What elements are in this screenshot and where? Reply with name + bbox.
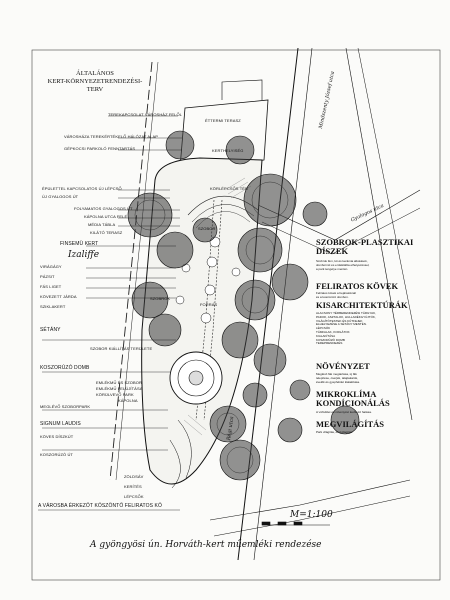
legend-text-2-line-0: ALACSONY TÉRBERENDEZÉSI TÁRGYAK, bbox=[316, 311, 376, 315]
street-edge-4 bbox=[357, 47, 421, 361]
legend-text-3: Meglévő fák megtartása, új fák telepítés… bbox=[316, 372, 360, 384]
scale-bar bbox=[261, 521, 330, 526]
legend-text-5: Park világítás, díszvilágítás. bbox=[316, 430, 354, 435]
boundary-line-left bbox=[109, 61, 153, 481]
monument-base bbox=[188, 370, 204, 386]
plan-title: ÁLTALÁNOS KERT-KÖRNYEZETRENDEZÉSI- TERV bbox=[40, 70, 150, 94]
legend-text-0: Szobrok fém, kő és kerámia alkotások, do… bbox=[316, 259, 370, 271]
koszoru-label: KOSZORÚZÓ DOMB bbox=[40, 365, 90, 371]
szobor-label: SZOBOR bbox=[198, 226, 216, 231]
setany-sub: SZOBOR KIÁLLÍTÁS TERÜLETE bbox=[90, 346, 153, 351]
legend-text-2-line-10: KOSZORÚZÓ DOMB bbox=[316, 337, 345, 342]
legend-text-4-line-0: A vízfelület és növényzet kedvező hatása… bbox=[316, 410, 372, 414]
label-a0: TEREKAPCSOLAT VÁROSHÁZ FELŐL bbox=[108, 112, 183, 117]
tree-canopies bbox=[127, 130, 360, 481]
boundary-line-left-inner bbox=[115, 61, 159, 481]
label-b3: KÖVEZETT JÁRDA bbox=[40, 294, 77, 299]
kert-label: FINSEMÜ KERT bbox=[60, 241, 99, 247]
legend-text-0-line-1: dombormű és emléktábla elhelyezéssel, bbox=[316, 262, 370, 267]
legend-head-3: NÖVÉNYZET bbox=[316, 361, 370, 371]
label-a5: FOLYAMATOS GYALOGOS ÚT bbox=[74, 206, 133, 211]
legend-text-0-line-2: a park tengelye mentén. bbox=[316, 266, 349, 271]
plan-caption: A gyöngyösi ún. Horváth-kert műemléki re… bbox=[90, 540, 322, 550]
legend-text-2-line-3: ELHELYEZÉSE A SÉTÁNY MENTÉN. bbox=[316, 322, 367, 327]
title-line-2: KERT-KÖRNYEZETRENDEZÉSI- bbox=[47, 78, 143, 85]
legend-head-4: MIKROKLÍMA KONDÍCIONÁLÁS bbox=[316, 389, 390, 408]
street-edge-2 bbox=[253, 47, 313, 561]
legend-text-2-line-5: LÉPCSŐK bbox=[316, 326, 331, 331]
forras-label: FORRÁS bbox=[200, 302, 218, 307]
legend-text-2-line-8: KIALAKÍTÁSA bbox=[316, 333, 336, 338]
legend-head-1: FELIRATOS KÖVEK bbox=[316, 281, 399, 291]
label-a4: ÚJ GYALOGOS ÚT bbox=[42, 194, 79, 199]
szobrok-label: SZOBROK bbox=[150, 296, 171, 301]
legend-text-1-line-1: és a koszorúzó dombon. bbox=[316, 294, 349, 299]
label-a7: MÉDIA TÁBLA bbox=[88, 222, 116, 227]
legend-text-1-line-0: Feliratos kövek a bejáratoknál bbox=[316, 291, 356, 295]
terasz-label: ÉTTERMI TERASZ bbox=[205, 118, 241, 123]
label-b0: VIRÁGÁGY bbox=[40, 264, 62, 269]
setany-label: SÉTÁNY bbox=[40, 327, 61, 333]
kapolna-label: KÁPOLNA bbox=[118, 398, 138, 403]
legend-text-2-line-7: TÁMFALAK, KORLÁTOK bbox=[316, 329, 350, 334]
side-street-2 bbox=[261, 207, 421, 255]
label-b1: PÁZSIT bbox=[40, 274, 55, 279]
title-line-1: ÁLTALÁNOS bbox=[76, 70, 114, 77]
building-footprint bbox=[179, 99, 269, 169]
koszoru-sub-2: KÖRÜLVEVŐ PARK bbox=[96, 392, 134, 397]
legend-text-2-line-2: VILÁGÍTÓTESTEK ÉS KÚTFEJEK bbox=[316, 318, 363, 323]
meglevo-label: MEGLÉVŐ SZOBORPARK bbox=[40, 404, 91, 409]
label-a3: ÉPÜLETTEL KAPCSOLATOS ÚJ LÉPCSŐ bbox=[42, 186, 122, 191]
bottom-small-0: ZÖLDSÁV bbox=[124, 474, 144, 479]
leader-lines bbox=[38, 115, 182, 511]
legend-head-0: SZOBROK-PLASZTIKAI DÍSZEK bbox=[316, 237, 414, 256]
legend-text-2-line-11: TEREPRENDEZÉS bbox=[316, 341, 343, 346]
legend-text-0-line-0: Szobrok fém, kő és kerámia alkotások, bbox=[316, 259, 368, 263]
kerthelyiseg-label: KERTHELYISÉG bbox=[212, 148, 244, 153]
label-a1: VÁROSHÁZA TEREKÉRTÉKELŐ HÁLÓZAT ALAP bbox=[64, 134, 159, 139]
signum-sub: KÖVES DÍSZKÚT bbox=[40, 434, 74, 439]
korlepcsos-label: KÖRLÉPCSŐS TÉR bbox=[210, 186, 249, 191]
legend-text-4: A vízfelület és növényzet kedvező hatása… bbox=[316, 410, 372, 415]
label-a6: KÁPOLNA UTCA FELÉ bbox=[84, 214, 128, 219]
legend-head-5: MEGVILÁGÍTÁS bbox=[316, 419, 385, 429]
signum-label: SIGNUM LAUDIS bbox=[40, 421, 81, 427]
koszoru-sub-1: EMLÉKMŰ FELÚJÍTÁSA bbox=[96, 386, 143, 391]
scale-label: M=1:100 bbox=[290, 510, 333, 520]
title-line-3: TERV bbox=[86, 86, 104, 93]
legend-text-5-line-0: Park világítás, díszvilágítás. bbox=[316, 430, 354, 434]
label-a2: GÉPKOCSI PARKOLÓ FENNTARTÁS bbox=[64, 146, 136, 151]
bottom-small-2: LÉPCSŐK bbox=[124, 494, 144, 499]
legend-text-2: ALACSONY TÉRBERENDEZÉSI TÁRGYAK, PADOK, … bbox=[316, 311, 376, 346]
legend-text-3-line-2: évelők és gyepfelület kialakítása. bbox=[316, 379, 360, 384]
label-a8: KILÁTÓ TERASZ bbox=[90, 230, 123, 235]
legend-text-3-line-0: Meglévő fák megtartása, új fák bbox=[316, 372, 357, 376]
bottom-small-1: KERÍTÉS bbox=[124, 484, 142, 489]
bottom-road bbox=[209, 479, 411, 521]
legend-text-1: Feliratos kövek a bejáratoknál és a kosz… bbox=[316, 291, 356, 300]
kert-script: Izaliffe bbox=[68, 250, 100, 260]
bottom-left-label: A VÁROSBA ÉRKEZŐT KÖSZÖNTŐ FELIRATOS KŐ bbox=[38, 503, 162, 509]
koszoru-sub-0: EMLÉKMŰ ÉS SZOBOR bbox=[96, 380, 142, 385]
street-edge-3 bbox=[345, 47, 413, 421]
koszoruzo-ut-label: KOSZORÚZÓ ÚT bbox=[40, 452, 73, 457]
sheet-frame bbox=[31, 49, 441, 581]
label-b4: SZIKLAKERT bbox=[40, 304, 66, 309]
legend-text-2-line-1: PADOK, ASZTALOK, HULLADÉKGYŰJTŐK, bbox=[316, 314, 376, 319]
legend-head-2: KISARCHITEKTÚRÁK bbox=[316, 300, 408, 310]
label-b2: FÁS LIGET bbox=[40, 284, 62, 289]
bottom-road-2 bbox=[213, 495, 411, 537]
legend-text-3-line-1: telepítése, cserjék, talajtakarók, bbox=[316, 375, 359, 380]
